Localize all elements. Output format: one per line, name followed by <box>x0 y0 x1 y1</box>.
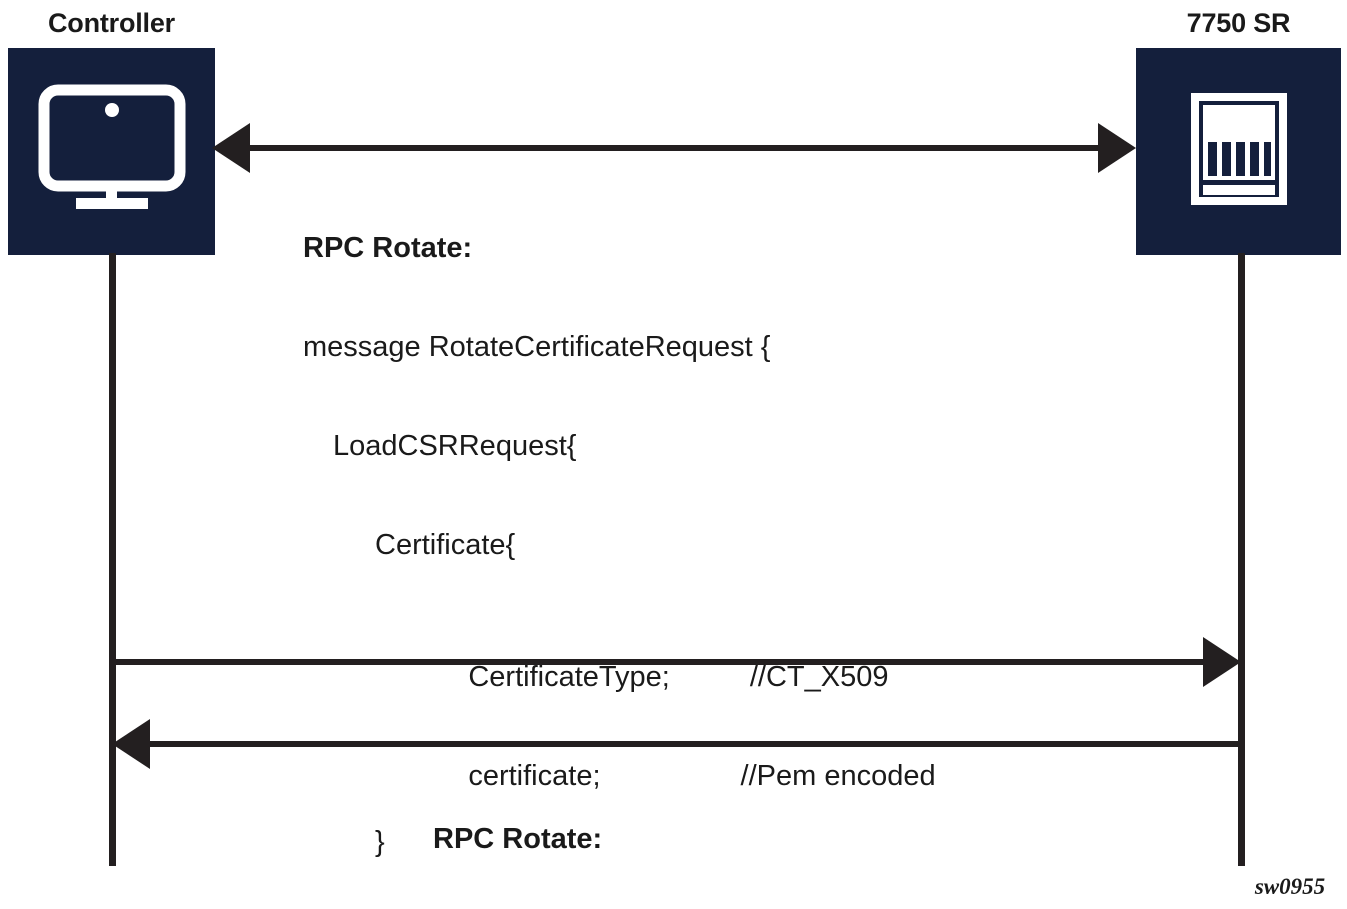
figure-caption: sw0955 <box>1254 874 1326 899</box>
node-label-router: 7750 SR <box>1186 8 1291 38</box>
lifeline-router <box>1238 253 1245 866</box>
message-title: RPC Rotate: <box>433 823 603 855</box>
router-chassis-icon <box>1190 93 1287 210</box>
code-line: CertificateType; //CT_X509 <box>303 628 936 693</box>
code-line: Certificate{ <box>375 529 516 561</box>
message-arrow-to-router <box>112 659 1204 665</box>
code-line: } <box>375 826 385 858</box>
message-text-rotate-response: RPC Rotate: message RotateCertificateRes… <box>433 757 915 909</box>
message-arrow-rotate-response <box>150 741 1242 747</box>
message-text-rotate-request: RPC Rotate: message RotateCertificateReq… <box>303 166 936 909</box>
arrowhead-left-icon <box>112 719 150 769</box>
code-line: certificate; //Pem encoded <box>303 727 935 792</box>
code-line: message RotateCertificateRequest { <box>303 331 771 363</box>
message-arrow-rotate-request <box>250 145 1100 151</box>
node-router <box>1136 48 1341 255</box>
arrowhead-left-icon <box>212 123 250 173</box>
node-label-controller: Controller <box>47 8 175 38</box>
code-comment: //CT_X509 <box>749 661 889 693</box>
monitor-icon <box>38 84 186 219</box>
arrowhead-right-icon <box>1098 123 1136 173</box>
code-comment: //Pem encoded <box>740 760 936 792</box>
node-controller <box>8 48 215 255</box>
message-title: RPC Rotate: <box>303 232 473 264</box>
code-token: certificate; <box>468 760 601 792</box>
code-line: LoadCSRRequest{ <box>333 430 577 462</box>
arrowhead-right-icon <box>1203 637 1241 687</box>
lifeline-controller <box>109 253 116 866</box>
code-token: CertificateType; <box>468 661 670 693</box>
